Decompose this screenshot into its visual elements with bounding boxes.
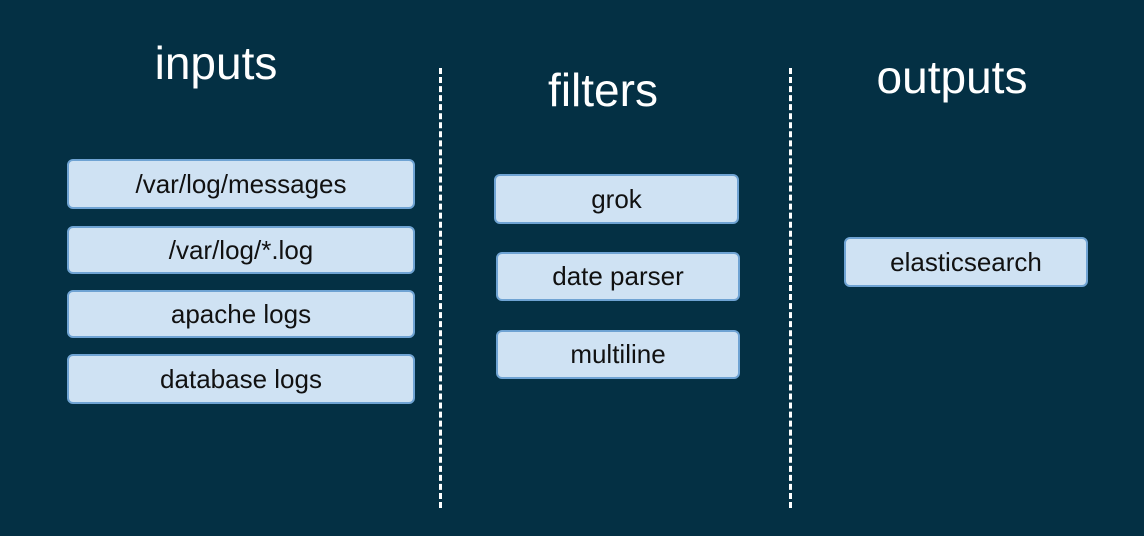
input-box-apache-logs: apache logs [67,290,415,338]
inputs-heading: inputs [154,37,278,89]
filter-box-grok: grok [494,174,739,224]
input-box-var-log-messages: /var/log/messages [67,159,415,209]
divider-filters-outputs [789,68,792,508]
filters-heading: filters [548,64,658,116]
filter-box-date-parser: date parser [496,252,740,301]
outputs-heading: outputs [876,51,1028,103]
input-box-database-logs: database logs [67,354,415,404]
output-box-elasticsearch: elasticsearch [844,237,1088,287]
input-box-var-log-star-log: /var/log/*.log [67,226,415,274]
filter-box-multiline: multiline [496,330,740,379]
divider-inputs-filters [439,68,442,508]
